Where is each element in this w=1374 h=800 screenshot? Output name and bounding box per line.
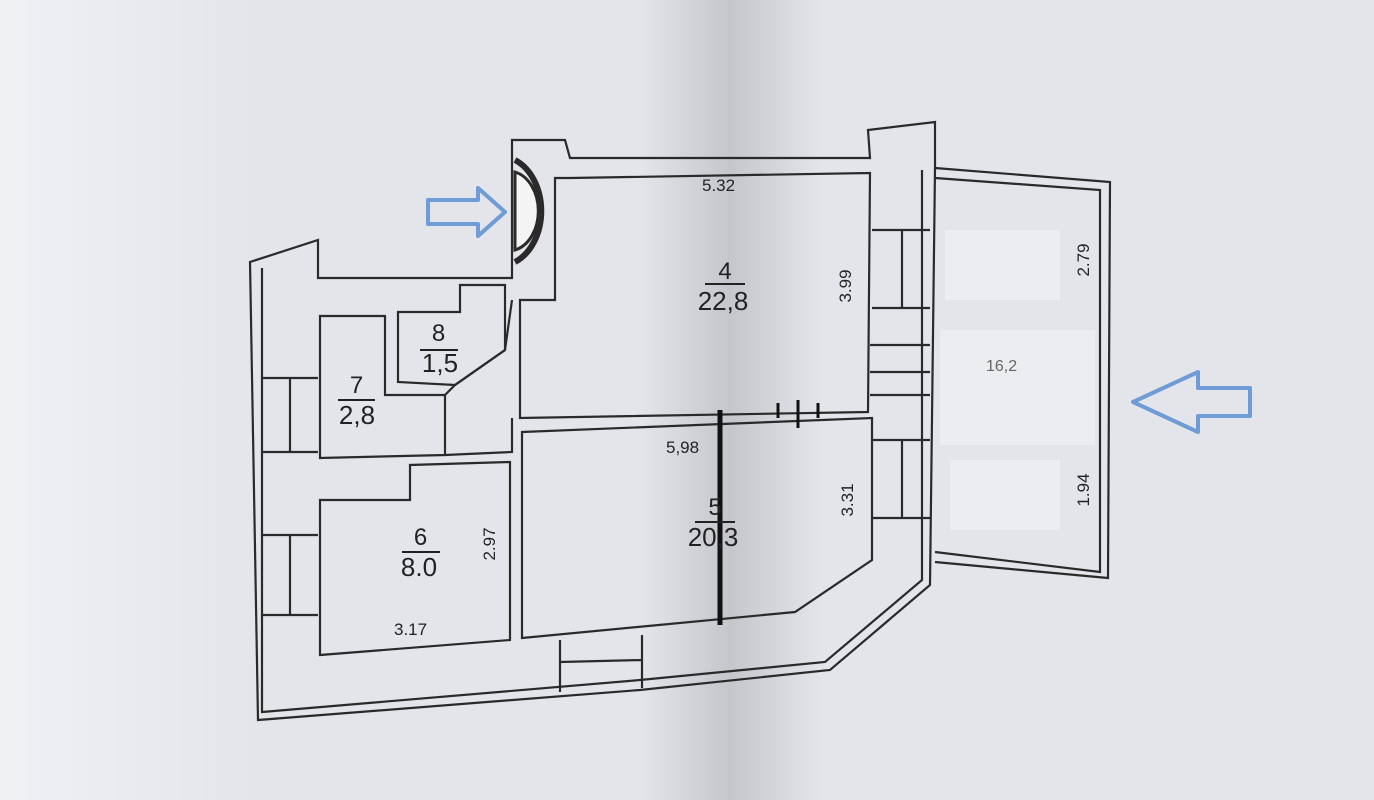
balcony-lower-dim: 1.94 bbox=[1074, 473, 1093, 507]
room-4-depth-dim: 3.99 bbox=[836, 269, 855, 303]
room-4-area: 22,8 bbox=[697, 286, 749, 316]
room-6-width-dim: 3.17 bbox=[394, 620, 428, 639]
balcony-upper-dim: 2.79 bbox=[1074, 243, 1093, 277]
balcony-patch bbox=[950, 460, 1060, 530]
room-8-area: 1,5 bbox=[421, 348, 459, 378]
balcony-outline bbox=[934, 166, 1112, 580]
balcony-arrow-icon bbox=[1131, 370, 1252, 434]
room-4-outline bbox=[518, 171, 872, 420]
corridor-line bbox=[444, 299, 514, 396]
balcony-area: 16,2 bbox=[986, 358, 1018, 375]
room-5-outline bbox=[520, 416, 874, 640]
room-number-underlines bbox=[338, 283, 745, 553]
room-6-area: 8.0 bbox=[400, 552, 438, 582]
room-8-number: 8 bbox=[431, 320, 446, 347]
room-5-width-dim: 5,98 bbox=[666, 438, 700, 457]
corridor-line bbox=[444, 418, 514, 457]
stair-circle bbox=[513, 157, 545, 265]
room-6-number: 6 bbox=[413, 524, 428, 551]
room-5-depth-dim: 3.31 bbox=[838, 483, 857, 517]
room-4-width-dim: 5.32 bbox=[702, 176, 736, 195]
balcony-outline-inner bbox=[934, 176, 1102, 574]
room-8-outline bbox=[396, 283, 507, 387]
paper-highlight bbox=[0, 0, 260, 800]
room-7-area: 2,8 bbox=[338, 400, 376, 430]
room-6-depth-dim: 2.97 bbox=[480, 527, 499, 561]
room-7-number: 7 bbox=[349, 372, 364, 399]
outer-wall-inner bbox=[260, 170, 924, 714]
balcony-patch bbox=[945, 230, 1060, 300]
room-6-outline bbox=[318, 460, 512, 657]
entrance-arrow-icon bbox=[426, 186, 507, 238]
balcony-patch bbox=[940, 330, 1095, 445]
room-5-number: 5 bbox=[708, 494, 722, 521]
room-4-number: 4 bbox=[718, 258, 732, 285]
window-bottom bbox=[558, 635, 644, 692]
window-left-2 bbox=[262, 533, 318, 617]
window-left-1 bbox=[262, 376, 318, 454]
window-right-2 bbox=[872, 438, 930, 520]
paper-fold-shadow bbox=[640, 0, 820, 800]
room-5-area: 20,3 bbox=[687, 522, 739, 552]
window-right-1 bbox=[872, 228, 930, 310]
balcony-door bbox=[870, 343, 930, 397]
wall-marks bbox=[776, 400, 820, 428]
outer-wall bbox=[248, 120, 937, 722]
